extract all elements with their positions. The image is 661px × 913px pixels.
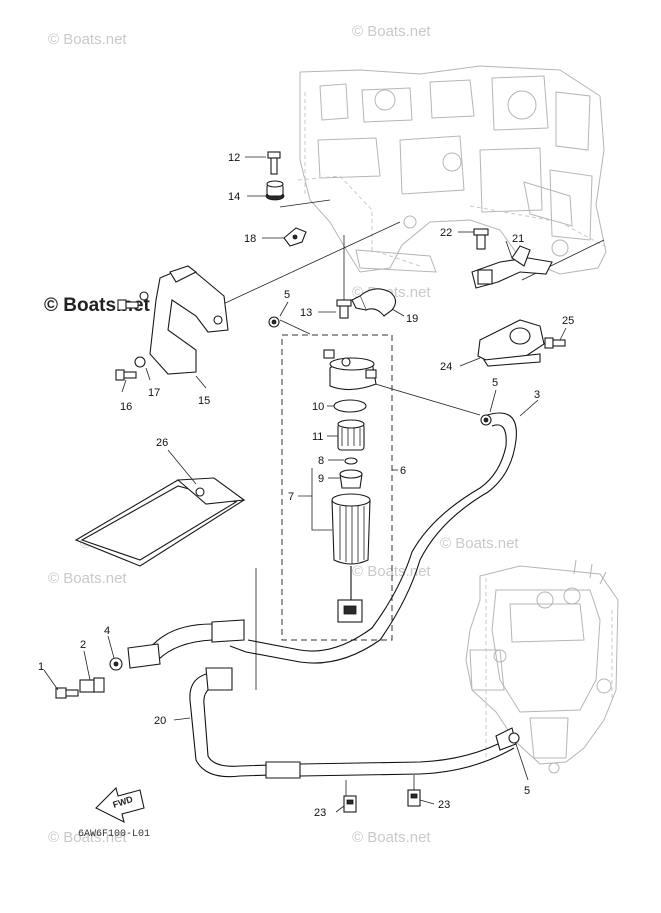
callout-18: 18	[244, 233, 256, 245]
clip-5-upper	[480, 414, 492, 426]
bracket-21	[471, 245, 553, 289]
callout-22: 22	[440, 227, 452, 239]
callout-14: 14	[228, 191, 240, 203]
callout-numbers: 12 14 18 5 13 19 21 22 25 24 5 3 10 11 8…	[38, 152, 574, 840]
callout-26: 26	[156, 437, 168, 449]
bolt-13	[336, 299, 352, 319]
callout-10: 10	[312, 401, 324, 413]
callout-21: 21	[512, 233, 524, 245]
fuel-filter-assembly	[323, 349, 377, 623]
watermark: © Boats.net	[48, 570, 127, 587]
clamp-24	[477, 319, 545, 367]
callout-19: 19	[406, 313, 418, 325]
ring-8	[344, 457, 358, 465]
callout-12: 12	[228, 152, 240, 164]
callout-6: 6	[400, 465, 406, 477]
callout-5: 5	[524, 785, 530, 797]
bolt-1	[55, 687, 79, 699]
callout-11: 11	[312, 431, 323, 443]
filter-cup-7	[331, 493, 371, 623]
fuel-pump-outline	[465, 559, 619, 774]
callout-23: 23	[314, 807, 326, 819]
watermark: © Boats.net	[352, 829, 431, 846]
hose-clip-5	[268, 316, 280, 328]
tie-23-left	[343, 795, 357, 813]
fittings	[55, 414, 520, 813]
callout-4: 4	[104, 625, 110, 637]
watermark: © Boats.net	[48, 31, 127, 48]
callout-9: 9	[318, 473, 324, 485]
bolt-25	[544, 337, 566, 349]
o-ring-10	[333, 399, 367, 413]
callout-15: 15	[198, 395, 210, 407]
bolt-small	[117, 291, 149, 311]
diagram-code: 6AW6F100-L01	[78, 829, 150, 840]
callout-20: 20	[154, 715, 166, 727]
watermark: © Boats.net	[440, 535, 519, 552]
bag-26	[74, 477, 246, 567]
bracket-15	[149, 265, 229, 375]
clip-18	[283, 227, 307, 247]
engine-block-outline	[297, 65, 609, 275]
clip-4	[109, 657, 123, 671]
clamp-19	[351, 288, 397, 317]
callout-5: 5	[284, 289, 290, 301]
watermark: © Boats.net	[352, 23, 431, 40]
filter-element-11	[337, 419, 365, 451]
bolt-12	[267, 151, 281, 175]
callout-17: 17	[148, 387, 160, 399]
callout-1: 1	[38, 661, 44, 673]
callout-24: 24	[440, 361, 452, 373]
callout-7: 7	[288, 491, 294, 503]
fwd-arrow-icon: FWD	[95, 786, 145, 824]
callout-3: 3	[534, 389, 540, 401]
bolt-16	[115, 356, 146, 381]
tie-23-right	[407, 789, 421, 807]
callout-5: 5	[492, 377, 498, 389]
callout-13: 13	[300, 307, 312, 319]
grommet-14	[265, 180, 285, 201]
callout-25: 25	[562, 315, 574, 327]
callout-leaders	[43, 156, 567, 813]
hoses	[127, 412, 517, 779]
callout-16: 16	[120, 401, 132, 413]
union-2	[79, 677, 105, 693]
callout-8: 8	[318, 455, 324, 467]
callout-23: 23	[438, 799, 450, 811]
clip-5-lower	[508, 732, 520, 744]
watermark: © Boats.net	[352, 563, 431, 580]
upper-parts	[115, 151, 566, 381]
bolt-22	[473, 228, 489, 250]
callout-2: 2	[80, 639, 86, 651]
float-9	[339, 469, 363, 489]
watermark: © Boats.net	[48, 829, 127, 846]
